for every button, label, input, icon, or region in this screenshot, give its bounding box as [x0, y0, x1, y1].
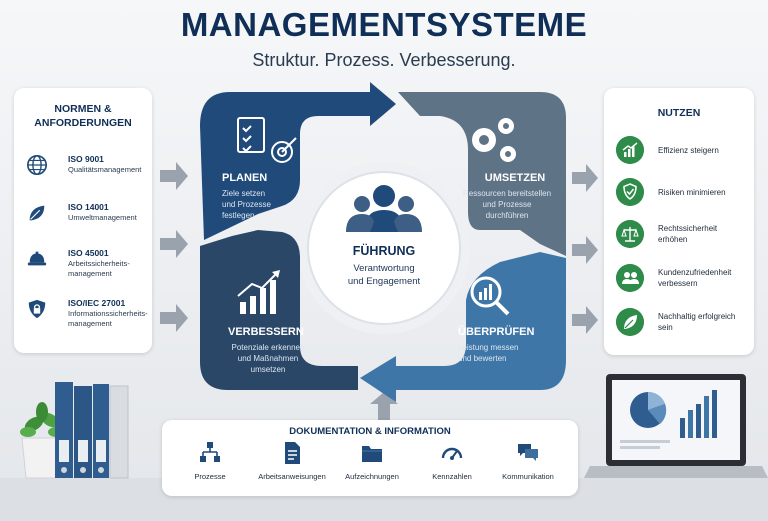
ueberpruefen-text: Leistung messen und bewerten	[458, 343, 519, 363]
center-label: FÜHRUNG	[352, 244, 416, 258]
globe-icon	[27, 155, 47, 175]
scales-icon	[616, 220, 644, 248]
doc-arrow	[370, 392, 398, 420]
standard-desc: Qualitätsmanagement	[68, 165, 142, 174]
planen-label: PLANEN	[222, 172, 268, 184]
growth-chart-icon	[237, 270, 280, 314]
hard-hat-icon	[27, 251, 47, 266]
ueberpruefen-label: ÜBERPRÜFEN	[458, 326, 535, 338]
standard-item-iso27001: ISO/IEC 27001 Informationssicherheits- m…	[22, 292, 150, 332]
standard-item-iso9001: ISO 9001 Qualitätsmanagement	[22, 148, 150, 188]
chart-up-icon	[616, 136, 644, 164]
standard-code: ISO 45001	[68, 248, 109, 258]
page-title: MANAGEMENTSYSTEME	[180, 6, 588, 43]
leaf-icon	[29, 205, 45, 221]
benefit-item: Rechtssicherheit erhöhen	[616, 220, 750, 260]
benefit-item: Risiken minimieren	[616, 178, 750, 218]
laptop-icon	[584, 374, 768, 478]
document-icon	[285, 442, 300, 464]
verbessern-text: Potenziale erkennen und Maßnahmen umsetz…	[231, 343, 305, 374]
doc-item-aufzeichnungen: Aufzeichnungen	[332, 440, 412, 490]
standard-code: ISO/IEC 27001	[68, 298, 126, 308]
chat-icon	[518, 444, 538, 461]
team-icon	[346, 185, 422, 232]
planen-text: Ziele setzen und Prozesse festlegen	[222, 189, 271, 220]
shield-lock-icon	[28, 299, 46, 319]
verbessern-segment	[200, 230, 358, 390]
documentation-heading: DOKUMENTATION & INFORMATION	[289, 426, 451, 437]
benefit-item: Effizienz steigern	[616, 136, 750, 176]
umsetzen-text: Ressourcen bereitstellen und Prozesse du…	[462, 189, 552, 220]
output-arrows	[572, 164, 598, 334]
umsetzen-label: UMSETZEN	[484, 172, 546, 184]
plant-icon	[20, 402, 64, 479]
standard-item-iso14001: ISO 14001 Umweltmanagement	[22, 196, 150, 236]
standard-code: ISO 14001	[68, 202, 109, 212]
standards-panel: NORMEN & ANFORDERUNGEN ISO 9001 Qualität…	[14, 88, 152, 353]
gears-icon	[472, 118, 516, 162]
benefits-heading: NUTZEN	[657, 107, 701, 119]
doc-item-prozesse: Prozesse	[170, 440, 250, 490]
benefit-text: Rechtssicherheit erhöhen	[658, 224, 718, 244]
benefit-text: Kundenzufriedenheit verbessern	[658, 268, 732, 288]
input-arrows	[160, 162, 188, 332]
doc-item-arbeitsanweisungen: Arbeitsanweisungen	[252, 440, 332, 490]
standard-item-iso45001: ISO 45001 Arbeitssicherheits- management	[22, 242, 150, 282]
benefit-text: Effizienz steigern	[658, 146, 719, 155]
shield-check-icon	[616, 178, 644, 206]
folder-icon	[362, 446, 382, 462]
planen-segment	[200, 82, 396, 240]
standard-code: ISO 9001	[68, 154, 104, 164]
standard-desc: Informationssicherheits- management	[68, 309, 148, 328]
benefit-item: Kundenzufriedenheit verbessern	[616, 264, 750, 304]
standard-desc: Arbeitssicherheits- management	[68, 259, 130, 278]
checklist-target-icon	[237, 117, 297, 163]
gauge-icon	[441, 447, 463, 460]
ueberpruefen-segment	[360, 252, 566, 402]
doc-item-kennzahlen: Kennzahlen	[412, 440, 492, 490]
magnifier-chart-icon	[470, 276, 510, 316]
benefits-panel: NUTZEN Effizienz steigern Risiken minimi…	[604, 88, 754, 355]
benefit-text: Nachhaltig erfolgreich sein	[658, 312, 736, 332]
cycle-diagram	[200, 82, 566, 402]
process-tree-icon	[200, 442, 220, 462]
center-text: Verantwortung und Engagement	[347, 263, 421, 287]
people-icon	[616, 264, 644, 292]
verbessern-label: VERBESSERN	[228, 326, 304, 338]
doc-item-kommunikation: Kommunikation	[488, 440, 568, 490]
standards-heading: NORMEN & ANFORDERUNGEN	[34, 103, 132, 129]
benefit-text: Risiken minimieren	[658, 188, 726, 197]
center-circle	[307, 171, 461, 325]
umsetzen-segment	[398, 92, 566, 256]
leaf-icon	[616, 308, 644, 336]
page-subtitle: Struktur. Prozess. Verbesserung.	[252, 50, 516, 70]
standard-desc: Umweltmanagement	[68, 213, 137, 222]
binders-icon	[55, 382, 129, 479]
benefit-item: Nachhaltig erfolgreich sein	[616, 308, 750, 348]
